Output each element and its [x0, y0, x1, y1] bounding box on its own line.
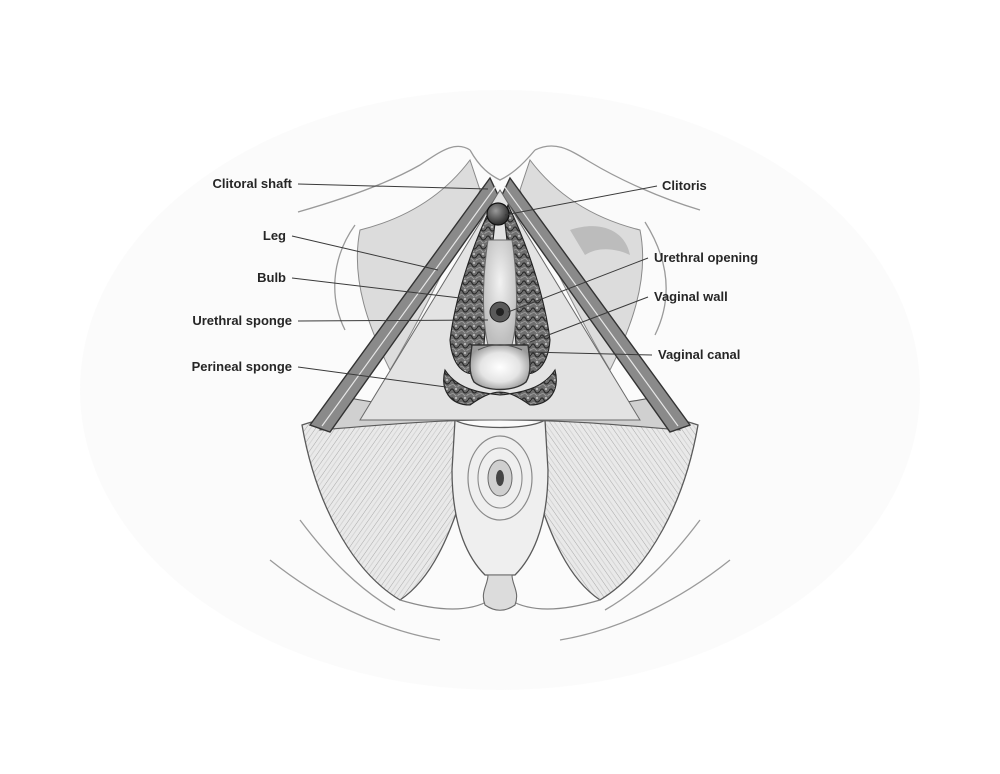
clitoris-glans	[486, 202, 510, 226]
outer-body-contour	[269, 145, 731, 641]
label-vaginal-canal: Vaginal canal	[658, 347, 741, 362]
clitoral-legs	[308, 176, 692, 433]
leader-lines	[291, 183, 658, 388]
label-vaginal-wall: Vaginal wall	[654, 289, 728, 304]
label-urethral-opening: Urethral opening	[654, 250, 759, 265]
label-urethral-sponge: Urethral sponge	[192, 313, 292, 328]
label-clitoral-shaft: Clitoral shaft	[212, 176, 292, 191]
vestibular-bulbs	[449, 203, 551, 375]
label-perineal-sponge: Perineal sponge	[191, 359, 292, 374]
anal-region	[451, 418, 549, 611]
vaginal-canal-opening	[469, 344, 531, 391]
urethral-sponge	[483, 239, 517, 346]
label-leg: Leg	[262, 228, 286, 243]
pelvic-floor-muscles	[301, 413, 699, 610]
perineal-sponge	[443, 368, 557, 406]
label-bulb: Bulb	[257, 270, 286, 285]
label-clitoris: Clitoris	[662, 178, 707, 193]
